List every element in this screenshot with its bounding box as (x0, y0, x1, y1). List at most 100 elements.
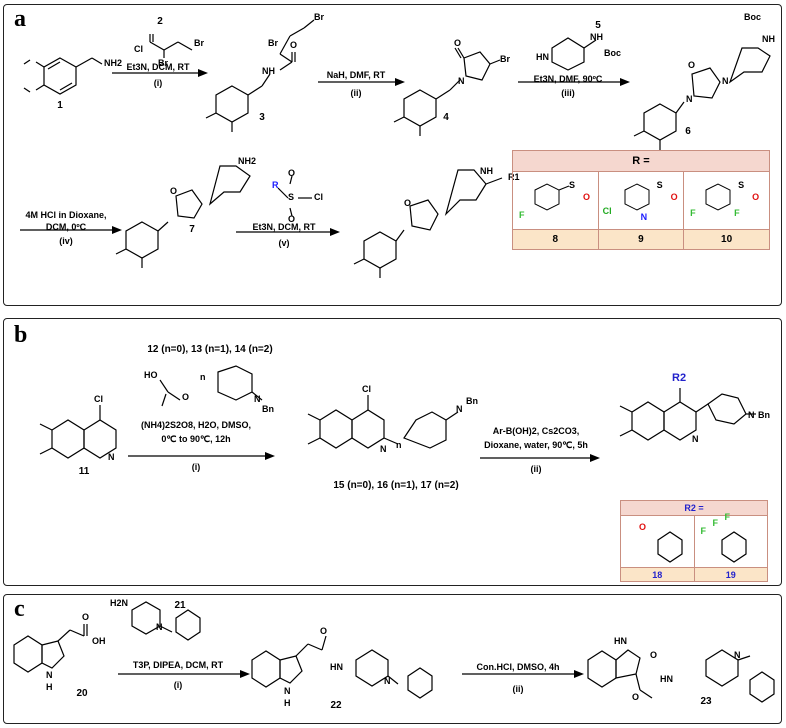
c23-hn-amide: HN (660, 674, 673, 684)
c4-ring (403, 89, 437, 127)
compound-20-number: 20 (76, 688, 88, 699)
c11-n: N (108, 452, 115, 462)
reagent-o2: O (288, 214, 296, 224)
c20-oh: OH (92, 636, 106, 646)
b-reagent-n-sub: n (200, 372, 206, 382)
r-cell-9: Cl N S O (597, 171, 685, 230)
compound-2-number: 2 (157, 16, 163, 27)
c15-bn: Bn (466, 396, 478, 406)
step-b-ii-tag: (ii) (530, 464, 542, 474)
step-a-iv-tag: (iv) (59, 236, 73, 246)
product-b-r2: R2 (672, 372, 687, 384)
c21-n: N (156, 622, 163, 632)
r2-group-table: R2 = O F F F 18 19 (620, 500, 768, 582)
step-c-i-conditions: T3P, DIPEA, DCM, RT (132, 660, 224, 670)
step-a-v-conditions: Et3N, DCM, RT (252, 222, 316, 232)
c20-h: H (46, 682, 53, 692)
step-a-ii-conditions: NaH, DMF, RT (326, 70, 386, 80)
c22-o: O (320, 626, 328, 636)
b-reagent-bn: Bn (262, 404, 274, 414)
compound-4-number: 4 (443, 112, 449, 123)
r-label-9: 9 (597, 229, 685, 250)
r10-s: S (738, 180, 745, 190)
step-b-i-tag: (i) (191, 462, 201, 472)
c15-n-sub: n (396, 440, 402, 450)
c6-nh: NH (762, 34, 775, 44)
compound-3-number: 3 (259, 112, 265, 123)
c5-hn: HN (536, 52, 549, 62)
c23-o-lactam: O (650, 650, 658, 660)
step-a-iv-conditions-2: DCM, 0ºC (45, 222, 87, 232)
r-group-table: R = F S O Cl N S O F F S O 8 9 10 (512, 150, 770, 250)
c6-n1: N (686, 94, 693, 104)
step-b-i-conditions-2: 0℃ to 90℃, 12h (161, 434, 231, 444)
panel-a-label: a (14, 6, 26, 32)
r2-label-19: 19 (693, 567, 768, 582)
reagent-s: S (288, 192, 295, 202)
r-table-header: R = (512, 150, 770, 172)
r8-o: O (583, 192, 591, 202)
panel-c-label: c (14, 596, 25, 622)
c3-br-1: Br (268, 38, 279, 48)
compound-5-number: 5 (595, 20, 601, 31)
r-label-10: 10 (683, 229, 770, 250)
c6-boc: Boc (744, 12, 762, 22)
reagent-12-14-label: 12 (n=0), 13 (n=1), 14 (n=2) (147, 344, 273, 355)
product-o: O (404, 198, 412, 208)
c21-h2n: H2N (110, 598, 129, 608)
c1-ring (43, 57, 77, 95)
r19-f3: F (700, 526, 707, 536)
r18-o: O (639, 522, 647, 532)
c7-nh2: NH2 (238, 156, 257, 166)
r10-f1: F (690, 208, 696, 218)
compound-22-number: 22 (330, 700, 342, 711)
c23-hn-lactam: HN (614, 636, 627, 646)
b-reagent-o: O (182, 392, 190, 402)
c22-hn: HN (330, 662, 343, 672)
c4-br: Br (500, 54, 511, 64)
reagent-cl: Cl (314, 192, 323, 202)
compound-7-number: 7 (189, 224, 195, 235)
c3-o: O (290, 40, 298, 50)
r-cell-10: F F S O (683, 171, 770, 230)
panel-b (3, 318, 782, 586)
step-a-i-tag: (i) (153, 78, 163, 88)
c4-n: N (458, 76, 465, 86)
r-cell-8: F S O (512, 171, 599, 230)
r2-label-18: 18 (620, 567, 695, 582)
r19-f1: F (712, 518, 719, 528)
c5-nh: NH (590, 32, 603, 42)
c15-n: N (380, 444, 387, 454)
c6-o: O (688, 60, 696, 70)
c22-h: H (284, 698, 291, 708)
compound-1-number: 1 (57, 100, 63, 111)
step-a-iii-tag: (iii) (561, 88, 575, 98)
panel-c (3, 594, 782, 724)
c15-pip-n: N (456, 404, 463, 414)
c2-cl: Cl (134, 44, 143, 54)
compound-21-number: 21 (174, 600, 186, 611)
c5-boc: Boc (604, 48, 622, 58)
final-ring (363, 231, 397, 269)
r2-cell-18: O (620, 515, 695, 568)
step-c-i-tag: (i) (173, 680, 183, 690)
reagent-r: R (272, 180, 279, 190)
c7-ring (125, 221, 159, 259)
c15-cl: Cl (362, 384, 371, 394)
intermediates-15-17: 15 (n=0), 16 (n=1), 17 (n=2) (333, 480, 459, 491)
c1-nh2: NH2 (104, 58, 123, 68)
step-a-iii-conditions: Et3N, DMF, 90ºC (533, 74, 603, 84)
r9-n: N (640, 212, 648, 222)
c3-nh: NH (262, 66, 275, 76)
panel-b-label: b (14, 322, 28, 348)
r-label-8: 8 (512, 229, 599, 250)
product-b-pip-n: N (748, 410, 755, 420)
b-reagent-ho: HO (144, 370, 158, 380)
c23-o-amide: O (632, 692, 640, 702)
step-a-iv-conditions-1: 4M HCl in Dioxane, (25, 210, 107, 220)
r10-f2: F (734, 208, 740, 218)
c6-n2: N (722, 76, 729, 86)
r8-f: F (519, 210, 525, 220)
product-b-n: N (692, 434, 699, 444)
